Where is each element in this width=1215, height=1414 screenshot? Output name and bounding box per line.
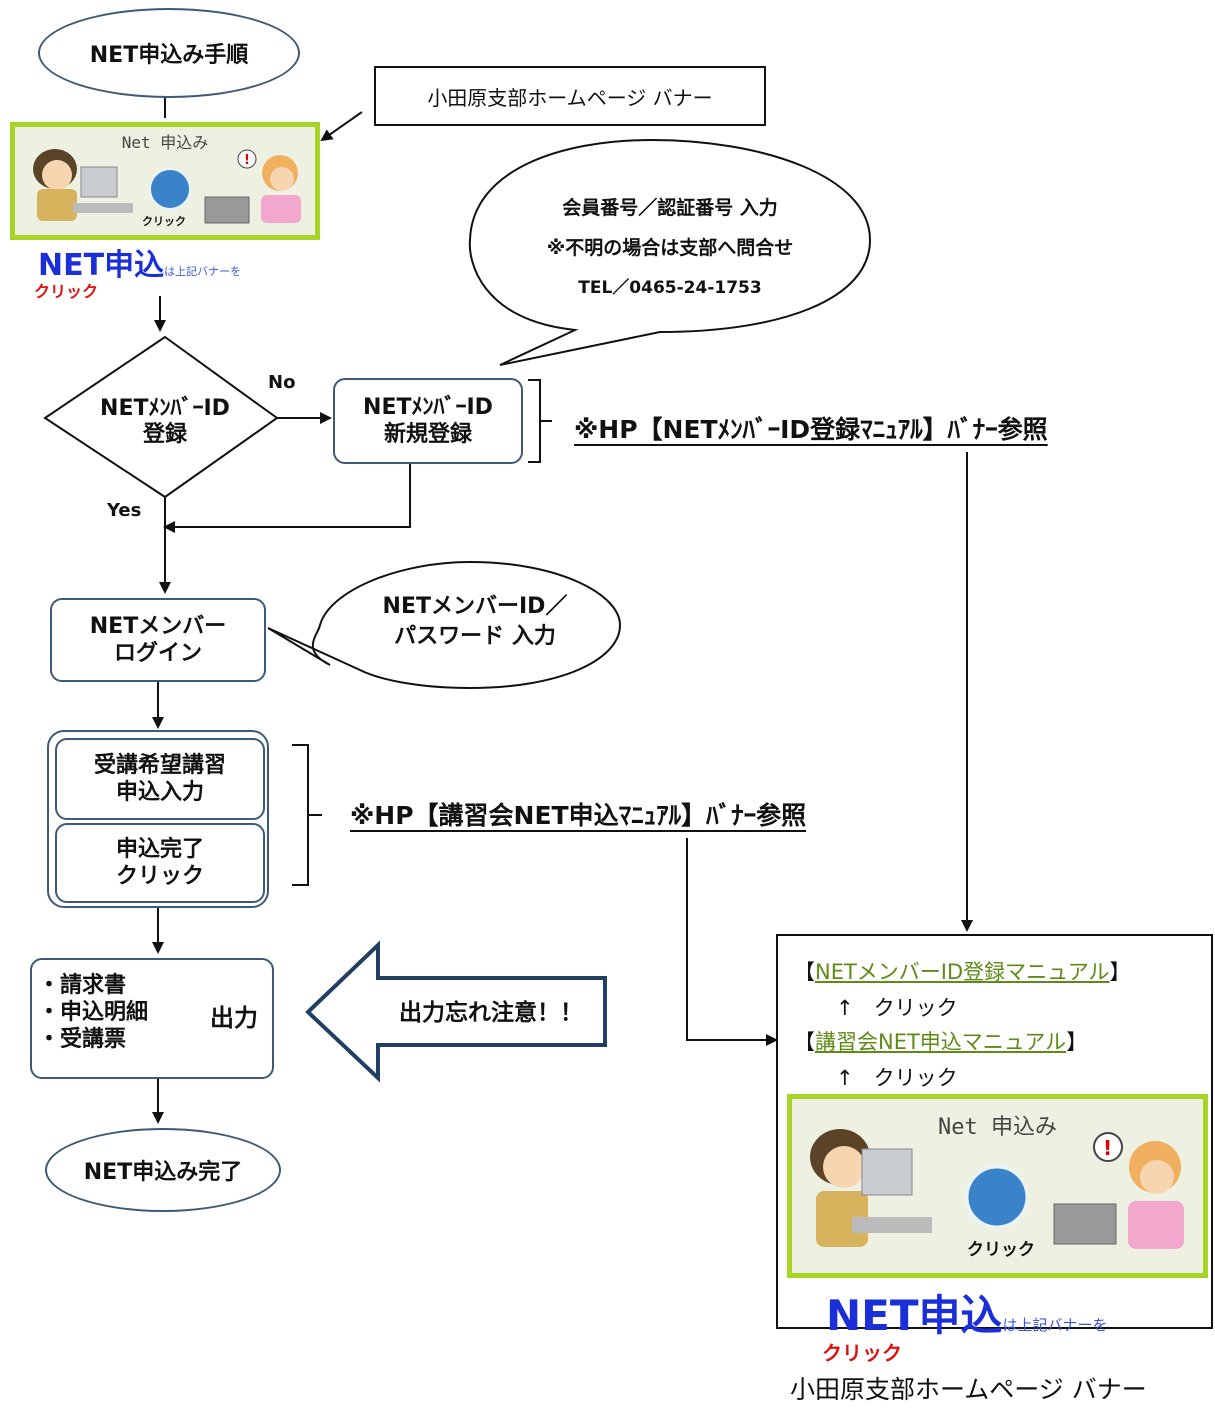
no-label: No — [268, 372, 296, 393]
click-hint-2: ↑ クリック — [836, 1062, 958, 1092]
net-apply-title-large: NET申込 — [826, 1291, 1003, 1340]
up-arrow-icon: ↑ — [836, 1066, 854, 1090]
svg-text:!: ! — [1103, 1136, 1112, 1160]
new-reg-line2: 新規登録 — [383, 422, 472, 447]
password-bubble: NETメンバーID／ パスワード 入力 — [340, 592, 610, 652]
bracket-close-2: 】 — [1066, 1030, 1088, 1054]
decision-line1: NETﾒﾝﾊﾞｰID — [100, 396, 230, 421]
net-apply-title: NET申込 — [38, 248, 165, 283]
member-id-manual-link[interactable]: NETメンバーID登録マニュアル — [815, 960, 1110, 984]
output-item-details: ・申込明細 — [38, 1000, 149, 1025]
up-arrow-icon: ↑ — [836, 996, 854, 1020]
bracket-close-1: 】 — [1109, 960, 1131, 984]
bubble-top-line2: ※不明の場合は支部へ問合せ — [546, 237, 794, 259]
apply-complete-box: 申込完了 クリック — [55, 823, 265, 903]
output-box: ・請求書 ・申込明細 ・受講票 出力 — [30, 958, 274, 1079]
net-apply-banner-large[interactable]: Net 申込み ! クリック — [787, 1094, 1208, 1278]
login-line1: NETメンバー — [89, 614, 227, 639]
click-hint-1: ↑ クリック — [836, 992, 958, 1022]
net-apply-suffix-large: は上記バナーを — [1002, 1316, 1108, 1334]
click-red-small: クリック — [34, 282, 99, 301]
output-items: ・請求書 ・申込明細 ・受講票 — [38, 972, 148, 1053]
course-apply-input-box: 受講希望講習 申込入力 — [55, 738, 265, 820]
bracket-open-1: 【 — [794, 960, 815, 984]
end-label: NET申込み完了 — [83, 1160, 243, 1185]
banner-click-text: クリック — [142, 215, 186, 228]
login-line2: ログイン — [113, 641, 202, 666]
output-item-invoice: ・請求書 — [38, 973, 127, 998]
output-label: 出力 — [210, 1004, 258, 1032]
course-apply-manual-link[interactable]: 講習会NET申込マニュアル — [815, 1030, 1067, 1054]
net-apply-heading-small: NET申込は上記バナーを — [38, 240, 241, 284]
output-item-ticket: ・受講票 — [38, 1027, 127, 1052]
decision-member-id: NETﾒﾝﾊﾞｰID 登録 — [75, 396, 255, 448]
end-oval: NET申込み完了 — [45, 1128, 281, 1212]
bubble-login-line2: パスワード 入力 — [394, 624, 556, 649]
member-auth-bubble: 会員番号／認証番号 入力 ※不明の場合は支部へ問合せ TEL／0465-24-1… — [480, 188, 860, 308]
start-label: NET申込み手順 — [89, 43, 249, 68]
net-apply-heading-large: NET申込は上記バナーを — [826, 1282, 1108, 1343]
net-apply-banner-small[interactable]: Net 申込み ! クリック — [10, 122, 320, 240]
click-red-large: クリック — [822, 1341, 902, 1365]
banner-illustration: ! — [33, 149, 301, 224]
yes-label: Yes — [107, 500, 142, 521]
new-registration-box: NETﾒﾝﾊﾞｰID 新規登録 — [333, 378, 523, 464]
bottom-caption: 小田原支部ホームページ バナー — [790, 1375, 1147, 1404]
svg-text:!: ! — [244, 153, 250, 168]
bracket-open-2: 【 — [794, 1030, 815, 1054]
note-member-id-manual: ※HP【NETﾒﾝﾊﾞｰID登録ﾏﾆｭｱﾙ】ﾊﾞﾅｰ参照 — [574, 415, 1048, 444]
banner-callout-text: 小田原支部ホームページ バナー — [427, 85, 713, 110]
note-course-manual: ※HP【講習会NET申込ﾏﾆｭｱﾙ】ﾊﾞﾅｰ参照 — [350, 801, 807, 830]
member-login-box: NETメンバー ログイン — [50, 598, 266, 682]
click-hint-text-2: クリック — [873, 1066, 958, 1090]
start-oval: NET申込み手順 — [38, 8, 300, 98]
manual-link-row-1: 【NETメンバーID登録マニュアル】 — [794, 956, 1131, 986]
decision-line2: 登録 — [142, 422, 187, 447]
apply-done-line1: 申込完了 — [115, 837, 204, 862]
banner-title-large: Net 申込み — [938, 1115, 1057, 1140]
banner-click-text-large: クリック — [967, 1240, 1035, 1260]
bubble-login-line1: NETメンバーID／ — [382, 594, 568, 619]
click-hint-text-1: クリック — [873, 996, 958, 1020]
apply-input-line2: 申込入力 — [115, 780, 204, 805]
net-apply-suffix: は上記バナーを — [164, 265, 242, 278]
banner-callout-label: 小田原支部ホームページ バナー — [374, 66, 766, 126]
banner-title: Net 申込み — [121, 133, 209, 152]
apply-done-line2: クリック — [115, 864, 204, 889]
new-reg-line1: NETﾒﾝﾊﾞｰID — [363, 395, 493, 420]
manual-link-row-2: 【講習会NET申込マニュアル】 — [794, 1026, 1087, 1056]
bubble-top-line3: TEL／0465-24-1753 — [578, 278, 762, 298]
output-warning: 出力忘れ注意！！ — [399, 1000, 583, 1026]
bubble-top-line1: 会員番号／認証番号 入力 — [562, 197, 778, 219]
banner-illustration-large: ! — [810, 1129, 1184, 1249]
apply-input-line1: 受講希望講習 — [93, 753, 226, 778]
